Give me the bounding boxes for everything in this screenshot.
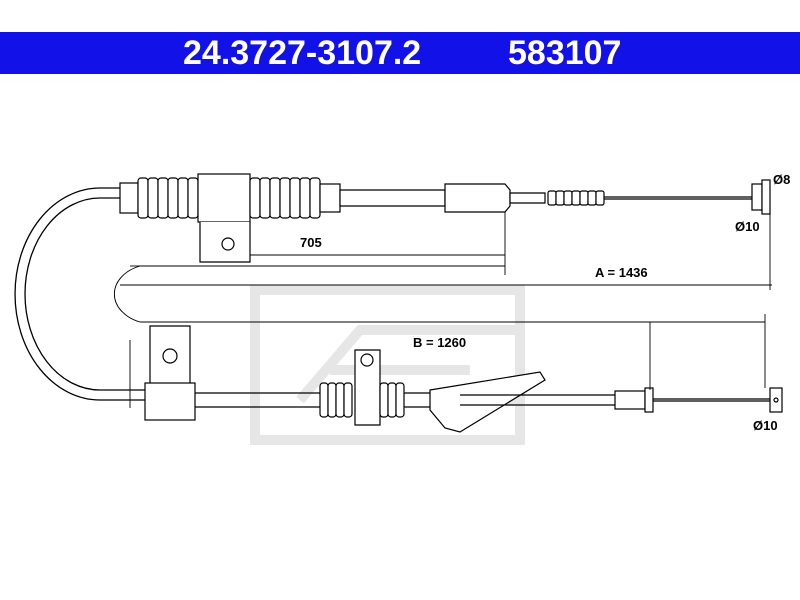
title-bar: 24.3727-3107.2 583107 xyxy=(0,32,800,74)
upper-bellows-2 xyxy=(249,177,321,219)
lower-bellows-2 xyxy=(379,382,405,418)
lower-nipple xyxy=(769,387,783,413)
lower-end-diameter-label: Ø10 xyxy=(753,418,778,433)
upper-threaded-end xyxy=(547,190,605,206)
dimension-lines xyxy=(113,212,772,408)
sheath-length-label: 705 xyxy=(300,235,322,250)
inner-length-label: B = 1260 xyxy=(413,335,466,350)
upper-cable-assembly xyxy=(119,173,771,263)
lower-boot xyxy=(429,371,546,433)
upper-bracket xyxy=(199,222,251,263)
part-number: 24.3727-3107.2 xyxy=(183,34,422,72)
reference-number: 583107 xyxy=(508,34,622,72)
lower-cable-assembly xyxy=(144,325,783,433)
upper-end-diameter-bottom-label: Ø10 xyxy=(735,219,760,234)
lower-mount xyxy=(354,349,381,426)
upper-nipple xyxy=(751,179,771,215)
lower-bellows xyxy=(319,382,353,418)
upper-bellows xyxy=(137,177,199,219)
cable-bend xyxy=(14,187,150,401)
upper-end-diameter-top-label: Ø8 xyxy=(773,172,790,187)
total-length-label: A = 1436 xyxy=(595,265,648,280)
lower-bracket xyxy=(144,325,196,421)
